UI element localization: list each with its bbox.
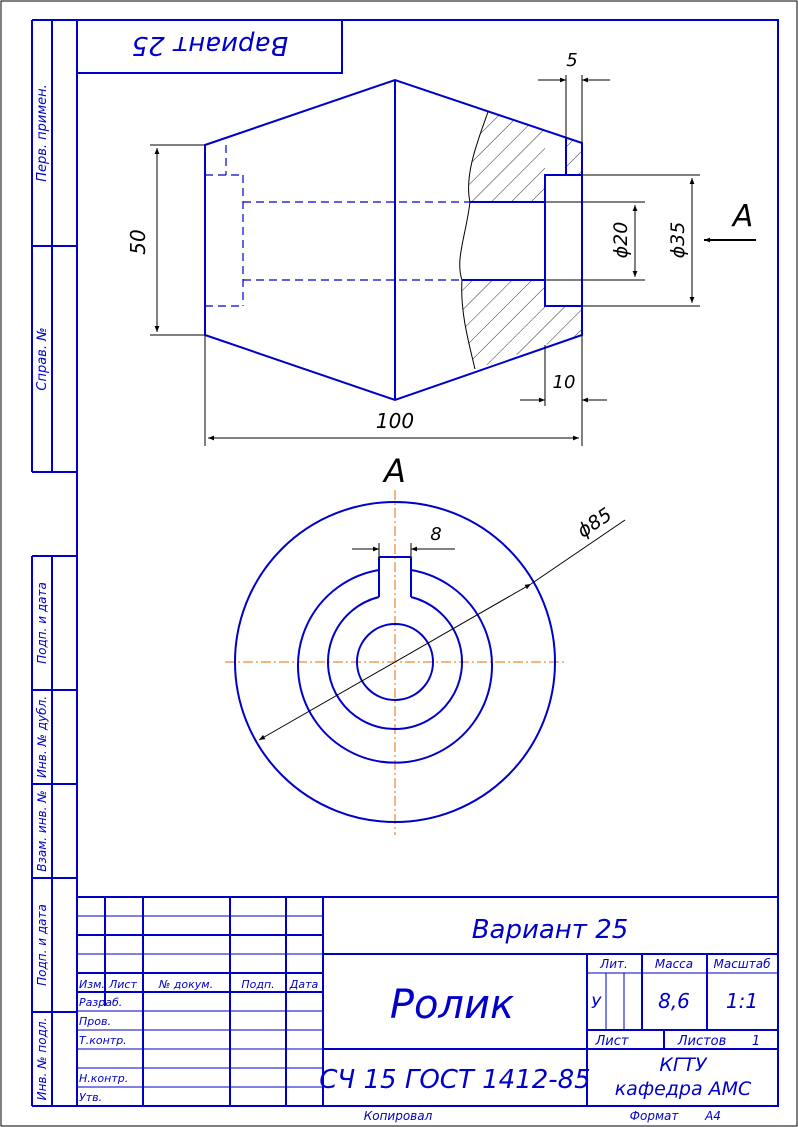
tb-role-prov: Пров. — [79, 1015, 111, 1028]
section-break-line — [459, 111, 489, 370]
tb-role-utv: Утв. — [79, 1091, 102, 1104]
variant-box: Вариант 25 — [76, 19, 343, 74]
tb-scale-value: 1:1 — [726, 989, 758, 1013]
tb-header-data: Дата — [289, 978, 319, 991]
dim-8-label: 8 — [430, 524, 441, 545]
front-view — [204, 78, 583, 402]
footer-format-value: А4 — [704, 1109, 721, 1123]
tb-org-line1: КГТУ — [659, 1054, 708, 1076]
section-hatch-upper-left — [469, 112, 545, 202]
section-hatch-upper-right — [566, 137, 582, 175]
dim-phi85-label: ϕ85 — [573, 504, 616, 543]
tb-scale-label: Масштаб — [713, 957, 771, 971]
title-block: Изм. Лист № докум. Подп. Дата Разраб. Пр… — [77, 896, 778, 1106]
tb-header-podp: Подп. — [241, 978, 274, 991]
margin-sprav-no: Справ. № — [35, 327, 50, 390]
tb-role-razrab: Разраб. — [79, 996, 122, 1009]
view-a-dimensions: 8 ϕ85 — [258, 504, 626, 741]
variant-box-text: Вариант 25 — [132, 30, 289, 60]
tb-part-name: Ролик — [390, 982, 514, 1028]
tb-sheets-label: Листов — [677, 1034, 727, 1049]
tb-role-tkontr: Т.контр. — [79, 1034, 127, 1047]
margin-podp-data-2: Подп. и дата — [35, 904, 49, 986]
tb-sheet-label: Лист — [595, 1034, 629, 1049]
view-a-title: A — [382, 452, 406, 490]
tb-variant: Вариант 25 — [472, 915, 629, 945]
section-hatch-lower-left — [461, 280, 545, 369]
front-view-dimensions: 5 50 ϕ20 ϕ35 10 100 A — [126, 50, 756, 446]
margin-inv-dubl: Инв. № дубл. — [35, 696, 49, 778]
margin-podp-data-1: Подп. и дата — [35, 582, 49, 664]
margin-perv-primen: Перв. примен. — [35, 84, 50, 182]
tb-header-docum: № докум. — [158, 978, 213, 991]
tb-sheets-value: 1 — [752, 1034, 760, 1049]
tb-mass-label: Масса — [655, 957, 693, 971]
tb-role-nkontr: Н.контр. — [79, 1072, 128, 1085]
section-hatch-lower-right — [545, 306, 582, 345]
tb-org-line2: кафедра АМС — [615, 1078, 752, 1100]
view-arrow-label: A — [731, 199, 754, 234]
footer-copied: Копировал — [364, 1109, 433, 1123]
dim-50-label: 50 — [126, 229, 150, 254]
drawing-frame — [76, 19, 779, 1107]
left-margin-strip: Перв. примен. Справ. № Подп. и дата Инв.… — [31, 19, 77, 1107]
hidden-lines — [205, 145, 470, 307]
margin-vzam-inv: Взам. инв. № — [35, 790, 49, 871]
tb-lit-label: Лит. — [599, 957, 628, 971]
dim-10-label: 10 — [553, 372, 576, 393]
dim-5-label: 5 — [566, 50, 577, 71]
tb-mass-value: 8,6 — [658, 989, 690, 1013]
margin-inv-podl: Инв. № подл. — [35, 1018, 49, 1101]
tb-material: СЧ 15 ГОСТ 1412-85 — [319, 1065, 590, 1095]
dim-phi35-label: ϕ35 — [667, 222, 689, 259]
dim-100-label: 100 — [376, 409, 414, 433]
footer-format-label: Формат — [630, 1109, 680, 1123]
dim-phi20-label: ϕ20 — [610, 222, 632, 259]
tb-lit-value: У — [591, 993, 602, 1012]
outer-circle-85 — [234, 501, 556, 823]
tb-header-izm: Изм. — [79, 978, 105, 991]
tb-header-list: Лист — [108, 978, 137, 991]
